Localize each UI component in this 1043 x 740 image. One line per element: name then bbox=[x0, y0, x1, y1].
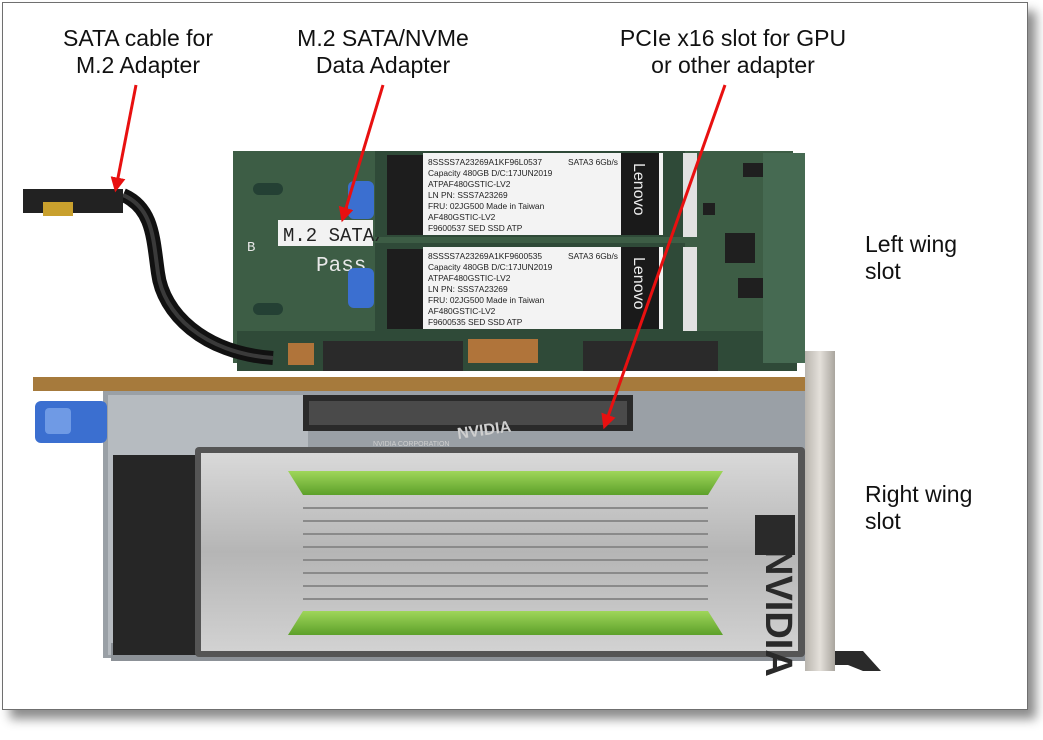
blue-latch bbox=[35, 401, 107, 443]
m2-adapter-arrow bbox=[338, 84, 385, 223]
gpu-corp-text: NVIDIA CORPORATION bbox=[373, 441, 450, 448]
ssd-bottom-line6: AF480GSTIC-LV2 bbox=[428, 306, 496, 316]
m2-board-connectors bbox=[288, 339, 718, 371]
gpu-brand-text: NVIDIA bbox=[757, 548, 799, 677]
ssd-top: Lenovo 8SSSS7A23269A1KF96L0537 Capacity … bbox=[375, 151, 685, 237]
ssd-bottom-line7: F9600535 SED SSD ATP bbox=[428, 317, 523, 327]
ssd-top-line5: FRU: 02JG500 Made in Taiwan bbox=[428, 201, 545, 211]
pcie-slot-arrow bbox=[601, 84, 727, 430]
ssd-top-brand: Lenovo bbox=[630, 163, 647, 216]
adapter-print-label: M.2 SATA/ bbox=[283, 225, 386, 247]
ssd-bottom-brand: Lenovo bbox=[630, 257, 647, 310]
callout-pcie-slot: PCIe x16 slot for GPU or other adapter bbox=[619, 25, 847, 78]
m2-retainer-clips bbox=[348, 181, 374, 308]
ssd-top-line7: F9600537 SED SSD ATP bbox=[428, 223, 523, 233]
ssd-bottom-line3: ATPAF480GSTIC-LV2 bbox=[428, 273, 511, 283]
riser-board bbox=[33, 377, 813, 391]
nvidia-eye-logo-icon bbox=[755, 515, 795, 555]
ssd-bottom-line5: FRU: 02JG500 Made in Taiwan bbox=[428, 295, 545, 305]
pcie-bracket bbox=[805, 351, 881, 671]
ssd-top-line3: ATPAF480GSTIC-LV2 bbox=[428, 179, 511, 189]
callout-left-wing: Left wing slot bbox=[865, 231, 958, 284]
ssd-top-line2: Capacity 480GB D/C:17JUN2019 bbox=[428, 168, 553, 178]
ssd-top-line4: LN PN: SSS7A23269 bbox=[428, 190, 508, 200]
sata-cable-arrow bbox=[110, 84, 138, 193]
ssd-bottom-line4: LN PN: SSS7A23269 bbox=[428, 284, 508, 294]
ssd-top-interface: SATA3 6Gb/s bbox=[568, 157, 618, 167]
gpu-card: NVIDIA NVIDIA NVIDIA CORPORATION bbox=[113, 419, 805, 677]
adapter-b-marker: B bbox=[247, 240, 255, 256]
callout-right-wing: Right wing slot bbox=[865, 481, 973, 534]
callout-arrows bbox=[110, 84, 727, 430]
pcie-x16-slot bbox=[303, 395, 633, 431]
ssd-top-line1: 8SSSS7A23269A1KF96L0537 bbox=[428, 157, 542, 167]
figure-frame: NVIDIA NVIDIA NVIDIA CORPORATION M.2 SAT… bbox=[2, 2, 1028, 710]
riser-photo: NVIDIA NVIDIA NVIDIA CORPORATION M.2 SAT… bbox=[23, 84, 881, 677]
callout-m2-adapter: M.2 SATA/NVMe Data Adapter bbox=[297, 25, 469, 78]
ssd-bottom-line1: 8SSSS7A23269A1KF9600535 bbox=[428, 251, 542, 261]
sata-cable bbox=[23, 188, 274, 365]
callout-sata-cable: SATA cable for M.2 Adapter bbox=[63, 25, 213, 78]
ssd-bottom: Lenovo 8SSSS7A23269A1KF9600535 Capacity … bbox=[375, 243, 685, 333]
ssd-bottom-interface: SATA3 6Gb/s bbox=[568, 251, 618, 261]
ssd-bottom-line2: Capacity 480GB D/C:17JUN2019 bbox=[428, 262, 553, 272]
ssd-top-line6: AF480GSTIC-LV2 bbox=[428, 212, 496, 222]
